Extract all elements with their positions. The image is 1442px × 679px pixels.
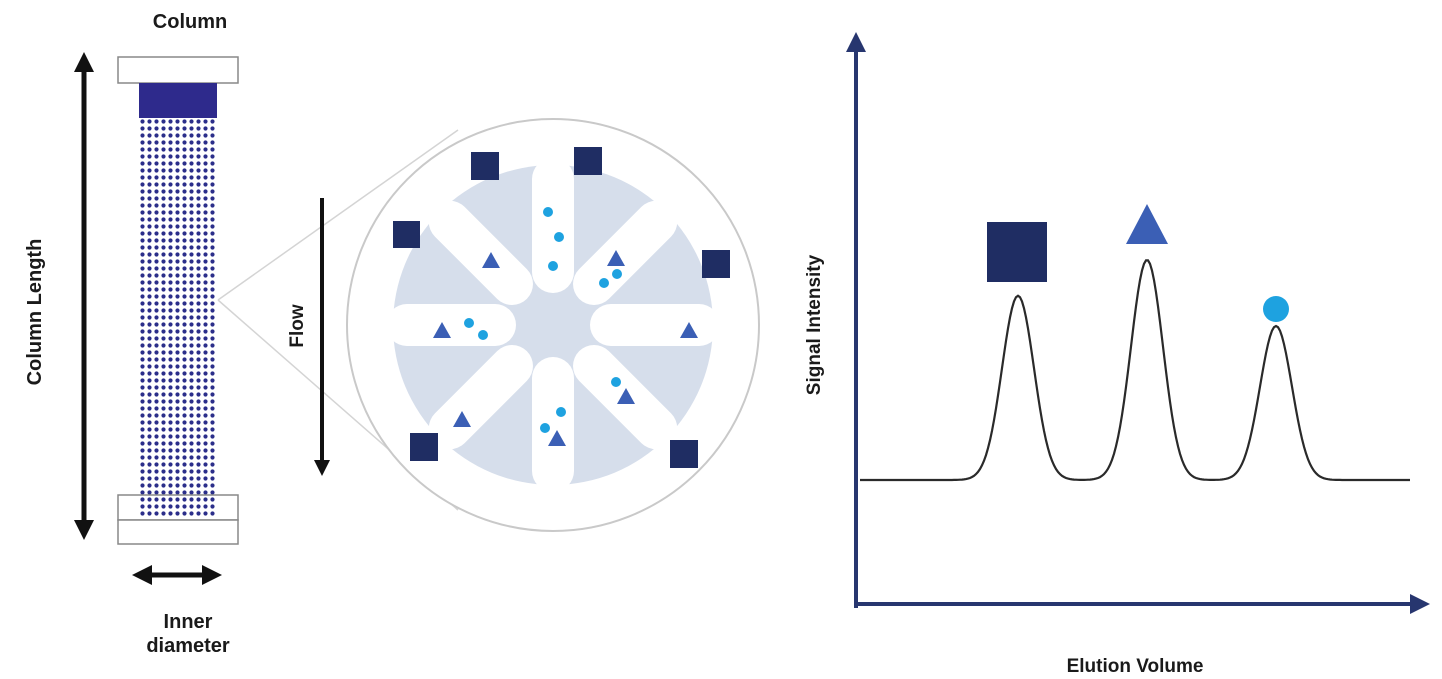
square-molecule [670,440,698,468]
square-molecule [702,250,730,278]
elution-volume-label: Elution Volume [1066,656,1204,677]
triangle-molecule [548,430,566,446]
column [117,56,239,545]
inner-diameter-label: Inner diameter [146,611,230,657]
square-molecule [393,221,420,248]
column-top-cap [117,56,239,84]
square-molecule [471,152,499,180]
triangle-molecule [607,250,625,266]
column-bottom-cap [117,519,239,545]
column-packing [139,118,217,518]
peak-square-marker [987,222,1047,282]
column-frit-top [139,83,217,118]
square-molecule [574,147,602,175]
triangle-molecule [482,252,500,268]
peak-circle-marker [1263,296,1289,322]
magnified-bead [346,118,760,532]
peak-triangle-marker [1126,204,1168,244]
zoom-line-top [217,129,459,301]
triangle-molecule [617,388,635,404]
small-molecules [464,207,622,433]
triangle-molecule [680,322,698,338]
column-label: Column [152,11,228,33]
triangle-molecule [453,411,471,427]
medium-molecules [433,250,698,446]
triangle-molecule [433,322,451,338]
chromatogram [846,32,1430,614]
signal-line [860,259,1410,482]
square-molecule [410,433,438,461]
large-molecules [393,147,730,468]
